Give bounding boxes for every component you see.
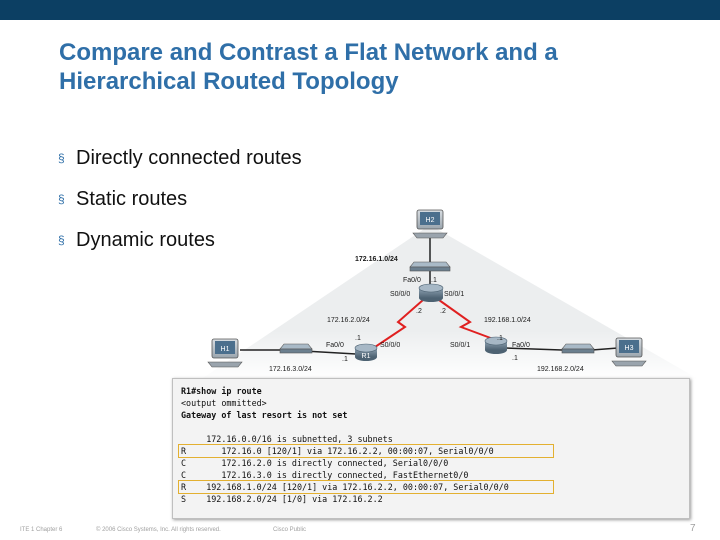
bullet-marker: § [58,192,65,206]
cli-line: Gateway of last resort is not set [181,410,348,420]
bullet-item: § Dynamic routes [58,226,302,254]
bullet-text: Static routes [76,188,188,210]
pc-icon [611,337,647,367]
serial-link-left [371,299,424,350]
cli-line: 172.16.0.0/16 is subnetted, 3 subnets [181,434,393,444]
link-switch-h3 [591,347,619,351]
interface-ip-label: .1 [342,356,348,363]
host-label-h3: H3 [625,345,634,352]
switch-icon [279,343,313,354]
router-label-r1: R1 [362,353,371,360]
footer-course: ITE 1 Chapter 6 [20,527,63,533]
bullet-marker: § [58,151,65,165]
interface-label: Fa0/0 [403,277,421,284]
interface-ip-label: .1 [497,335,503,342]
router-icon [354,343,378,361]
cli-line: <output ommitted> [181,398,267,408]
router-icon [484,336,508,354]
pc-icon [412,209,448,239]
bullet-item: § Directly connected routes [58,144,302,172]
slide-title: Compare and Contrast a Flat Network and … [59,38,699,96]
bullet-text: Directly connected routes [76,147,302,169]
network-label: 172.16.1.0/24 [355,256,398,263]
switch-icon [561,343,595,354]
interface-label: Fa0/0 [326,342,344,349]
interface-ip-label: .1 [355,335,361,342]
top-banner [0,0,720,20]
interface-ip-label: .2 [416,308,422,315]
link-r3-switch [505,347,563,351]
title-line-1: Compare and Contrast a Flat Network and … [59,39,558,66]
route-highlight-box [178,480,554,494]
serial-link-right [438,299,497,341]
cli-line: R1#show ip route [181,386,262,396]
footer-copyright: © 2006 Cisco Systems, Inc. All rights re… [96,527,221,533]
route-highlight-box [178,444,554,458]
cli-line: R 172.16.0 [120/1] via 172.16.2.2, 00:00… [181,446,494,456]
interface-label: S0/0/1 [450,342,470,349]
network-label: 172.16.3.0/24 [269,366,312,373]
interface-ip-label: .2 [440,308,446,315]
bullet-marker: § [58,233,65,247]
router-icon [418,283,444,302]
host-label-h1: H1 [221,346,230,353]
bullet-list: § Directly connected routes § Static rou… [58,144,302,267]
bullet-text: Dynamic routes [76,229,215,251]
page-number: 7 [690,523,696,534]
pc-icon [207,338,243,368]
interface-ip-label: .1 [431,277,437,284]
cli-line: C 172.16.3.0 is directly connected, Fast… [181,470,469,480]
footer-classification: Cisco Public [273,527,307,533]
interface-ip-label: .1 [512,355,518,362]
cli-line: C 172.16.2.0 is directly connected, Seri… [181,458,449,468]
cli-output-panel: R1#show ip route <output ommitted> Gatew… [172,378,690,519]
network-label: 192.168.1.0/24 [484,317,531,324]
bullet-item: § Static routes [58,185,302,213]
cli-line: R 192.168.1.0/24 [120/1] via 172.16.2.2,… [181,482,509,492]
title-line-2: Hierarchical Routed Topology [59,68,399,95]
link-r1-switch [303,350,357,355]
network-label: 172.16.2.0/24 [327,317,370,324]
network-label: 192.168.2.0/24 [537,366,584,373]
host-label-h2: H2 [426,217,435,224]
network-topology-diagram: H2 R1 H1 [195,209,705,380]
interface-label: Fa0/0 [512,342,530,349]
interface-label: S0/0/1 [444,291,464,298]
cli-line: S 192.168.2.0/24 [1/0] via 172.16.2.2 [181,494,383,504]
switch-icon [409,261,451,272]
interface-label: S0/0/0 [380,342,400,349]
interface-label: S0/0/0 [390,291,410,298]
